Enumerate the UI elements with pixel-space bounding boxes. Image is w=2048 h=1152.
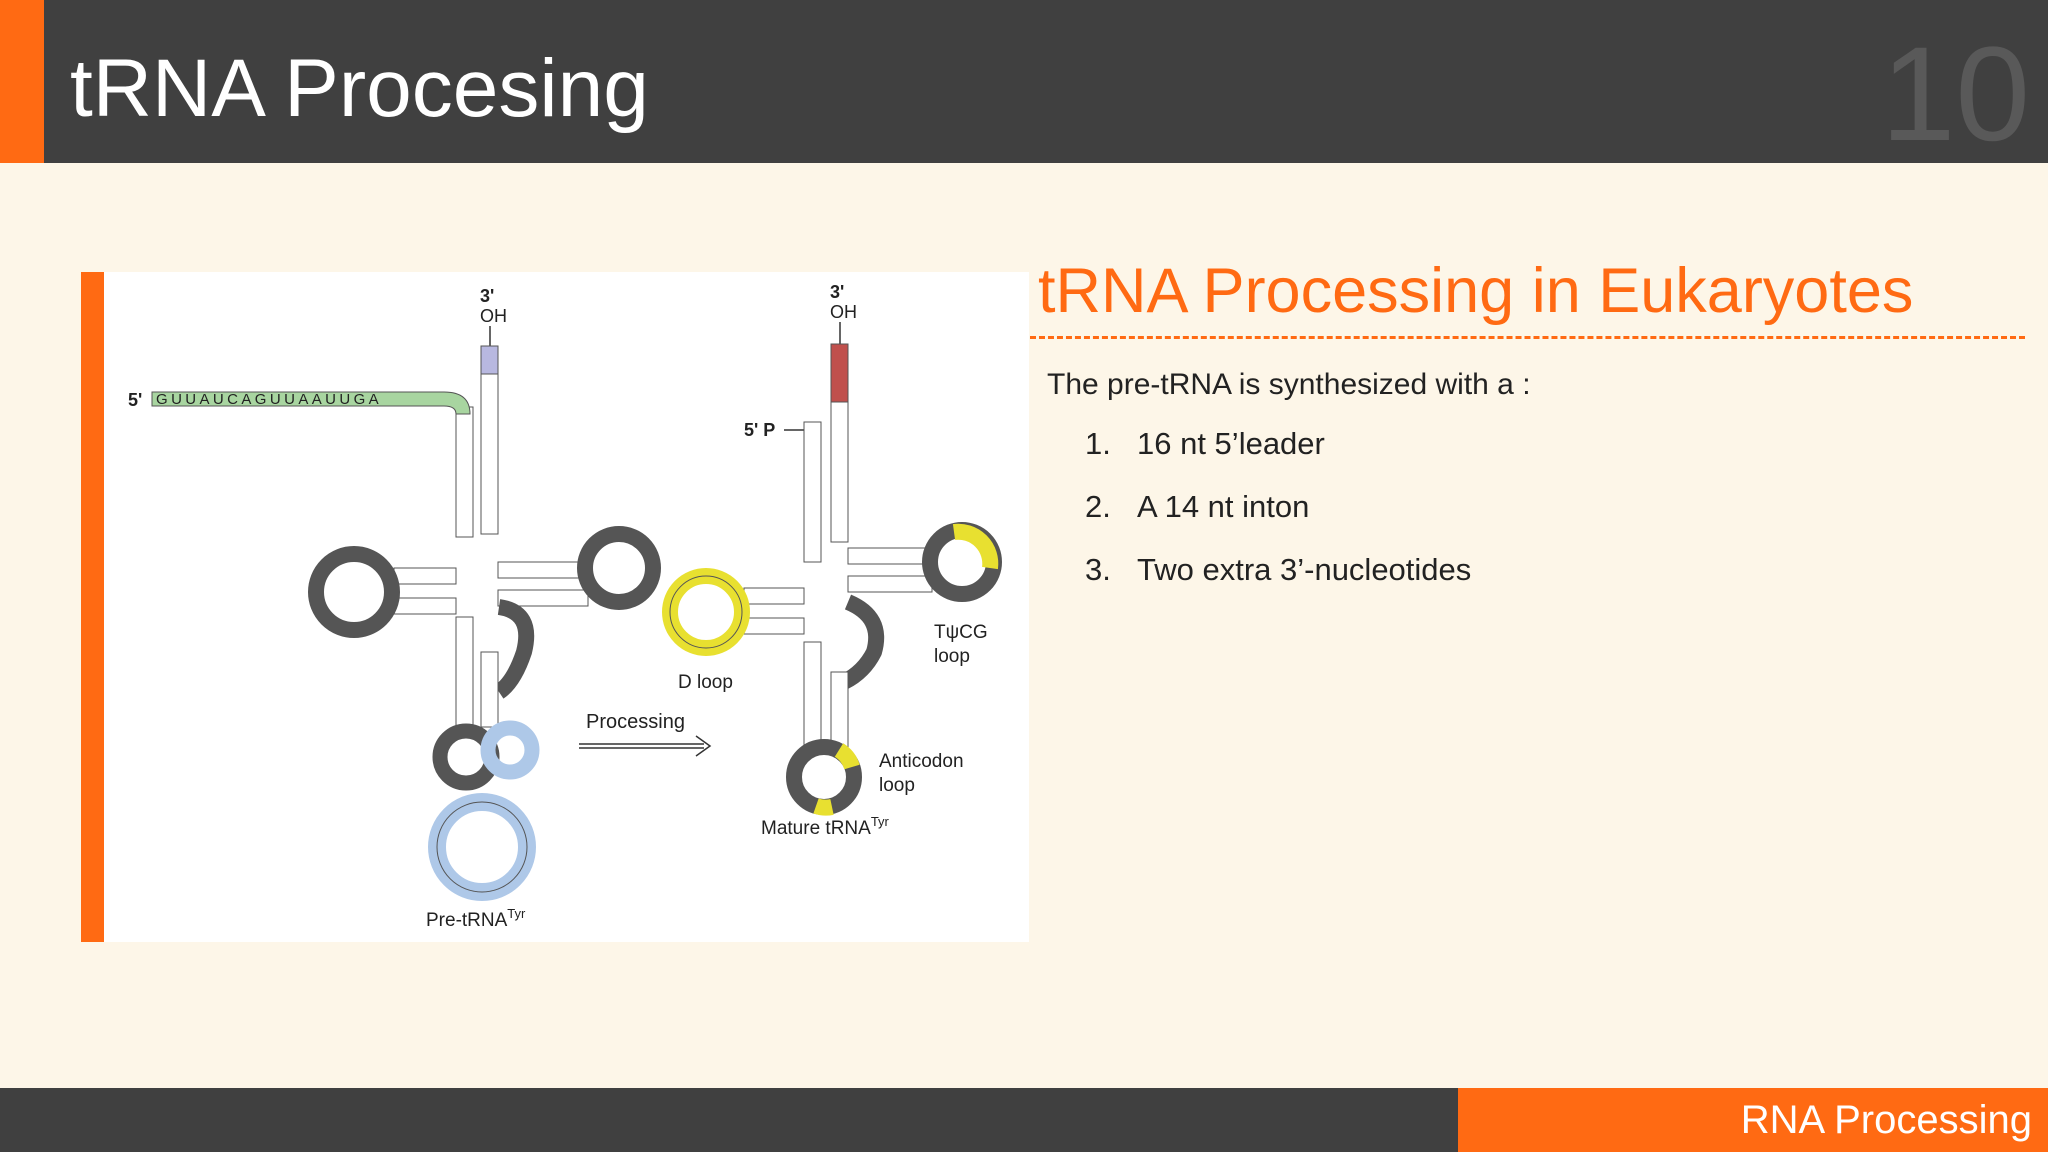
mature-trna-label: Mature tRNATyr [761,814,890,839]
pre-acceptor-stem-5 [455,406,474,538]
section-heading: tRNA Processing in Eukaryotes [1038,256,1914,326]
pre-extra-3prime [480,345,499,375]
intro-text: The pre-tRNA is synthesized with a : [1047,368,1531,401]
feature-list: 1.16 nt 5’leader 2.A 14 nt inton 3.Two e… [1085,426,1471,615]
leader-sequence: GUUAUCAGUUAAUUGA [156,391,382,408]
pre-tpsic-loop [577,526,661,610]
mature-trna: 3' OH 5' P D loop TψCG loop Anticodon lo… [662,282,1002,839]
trna-diagram: 3' OH 5' GUUAUCAGUUAAUUGA Pre-tRNATyr Pr… [128,282,1002,931]
mature-oh-label: OH [830,302,857,322]
footer-tag: RNA Processing [1458,1088,2048,1152]
header-accent [0,0,44,163]
slide-title: tRNA Procesing [70,43,649,134]
pre-d-loop [308,546,400,638]
list-item: 1.16 nt 5’leader [1085,426,1325,461]
figure-accent-bar [81,272,104,942]
list-item: 2.A 14 nt inton [1085,489,1310,524]
pre-trna-label: Pre-tRNATyr [426,906,526,931]
figure-frame [81,272,1029,942]
anticodon-loop-word: loop [879,775,915,796]
pre-trna: 3' OH 5' GUUAUCAGUUAAUUGA Pre-tRNATyr [128,286,661,931]
tpsicg-label: TψCG [934,622,988,643]
mature-cca [830,343,849,403]
pre-acceptor-stem-3 [480,373,499,535]
anticodon-label: Anticodon [879,751,964,772]
pre-3prime-label: 3' [480,286,494,306]
heading-divider [1030,336,2025,339]
mature-5prime-label: 5' P [744,420,775,440]
slide-number: 10 [1880,20,2030,169]
mature-3prime-label: 3' [830,282,844,302]
pre-oh-label: OH [480,306,507,326]
pre-5prime-leader [151,391,471,415]
d-loop-label: D loop [678,672,733,693]
processing-arrow: Processing [579,711,712,757]
tpsicg-loop-word: loop [934,646,970,667]
footer-label: RNA Processing [1740,1098,2032,1142]
pre-intron-bulge [480,720,540,780]
header-bar [0,0,2048,163]
list-item: 3.Two extra 3’-nucleotides [1085,552,1472,587]
processing-label: Processing [586,711,685,733]
pre-5prime-label: 5' [128,390,142,410]
